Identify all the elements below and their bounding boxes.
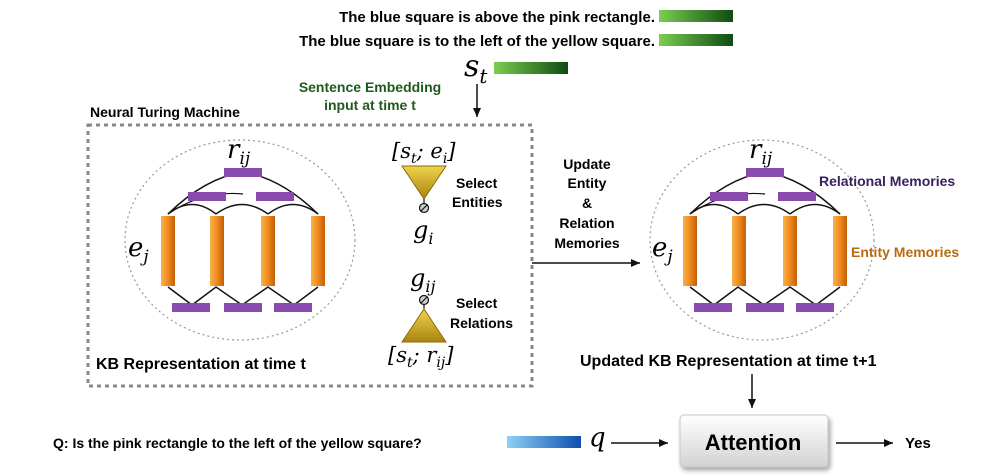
select-relations-line2: Relations xyxy=(450,315,513,331)
gij-label: gij xyxy=(410,264,435,296)
entity-memories-label: Entity Memories xyxy=(851,244,959,260)
entity-memory xyxy=(261,216,275,286)
relation-memory xyxy=(188,192,226,201)
relational-memories-label: Relational Memories xyxy=(819,173,955,189)
rij-label-right: rij xyxy=(749,135,773,169)
question-embedding-bar xyxy=(507,436,581,448)
select-relations-triangle xyxy=(401,308,447,343)
relation-memory xyxy=(796,303,834,312)
entity-memory xyxy=(833,216,847,286)
q-symbol: q xyxy=(589,423,606,453)
relation-memory xyxy=(778,192,816,201)
rij-label-left: rij xyxy=(227,135,251,169)
kb-ellipse-left xyxy=(124,139,356,341)
sentence-2: The blue square is to the left of the ye… xyxy=(299,33,655,50)
question-text: Q: Is the pink rectangle to the left of … xyxy=(53,435,422,451)
entity-memory xyxy=(311,216,325,286)
select-entities-line2: Entities xyxy=(452,194,503,210)
entity-memory xyxy=(732,216,746,286)
sentence-2-embedding-bar xyxy=(659,34,733,46)
ej-label-left: ej xyxy=(128,233,149,267)
entity-memory xyxy=(683,216,697,286)
relation-memory xyxy=(710,192,748,201)
sentence-1: The blue square is above the pink rectan… xyxy=(339,9,655,26)
update-label: Update Entity & Relation Memories xyxy=(554,156,620,251)
svg-text:Memories: Memories xyxy=(554,235,620,251)
select-relations-line1: Select xyxy=(456,295,498,311)
svg-text:Update: Update xyxy=(563,156,611,172)
sentence-1-embedding-bar xyxy=(659,10,733,22)
relation-memory xyxy=(172,303,210,312)
kb-caption: KB Representation at time t xyxy=(96,356,306,373)
relation-memory xyxy=(256,192,294,201)
st-embedding-bar xyxy=(494,62,568,74)
sentence-embedding-caption-1: Sentence Embedding xyxy=(299,79,441,95)
select-entities-triangle xyxy=(401,165,447,200)
ej-label-right: ej xyxy=(652,233,673,267)
kb-graph-left: rij ej xyxy=(124,135,356,341)
updated-kb-caption: Updated KB Representation at time t+1 xyxy=(580,353,877,370)
st-rij-input: [st; rij] xyxy=(388,343,454,371)
ntm-box xyxy=(86,123,534,388)
gi-label: gi xyxy=(413,216,434,248)
relation-memory xyxy=(746,168,784,177)
select-entities-line1: Select xyxy=(456,175,498,191)
svg-text:Entity: Entity xyxy=(568,175,607,191)
relation-memory xyxy=(274,303,312,312)
relation-memory xyxy=(694,303,732,312)
attention-box xyxy=(679,414,829,468)
st-symbol: st xyxy=(464,49,488,88)
kb-ellipse-right xyxy=(649,139,875,341)
select-entities-module: [st; ei] gi Select Entities xyxy=(392,139,503,248)
svg-text:&: & xyxy=(582,195,592,211)
st-ei-input: [st; ei] xyxy=(392,139,456,167)
kb-graph-right: rij ej xyxy=(649,135,875,341)
relation-memory xyxy=(746,303,784,312)
select-relations-module: gij [st; rij] Select Relations xyxy=(388,264,513,371)
ntm-title: Neural Turing Machine xyxy=(90,104,240,120)
entity-memory xyxy=(161,216,175,286)
relation-memory xyxy=(224,168,262,177)
entity-memory xyxy=(210,216,224,286)
svg-text:Relation: Relation xyxy=(559,215,614,231)
sentence-embedding-caption-2: input at time t xyxy=(324,97,416,113)
relation-memory xyxy=(224,303,262,312)
answer-label: Yes xyxy=(905,435,931,452)
attention-label: Attention xyxy=(705,430,802,455)
entity-memory xyxy=(783,216,797,286)
